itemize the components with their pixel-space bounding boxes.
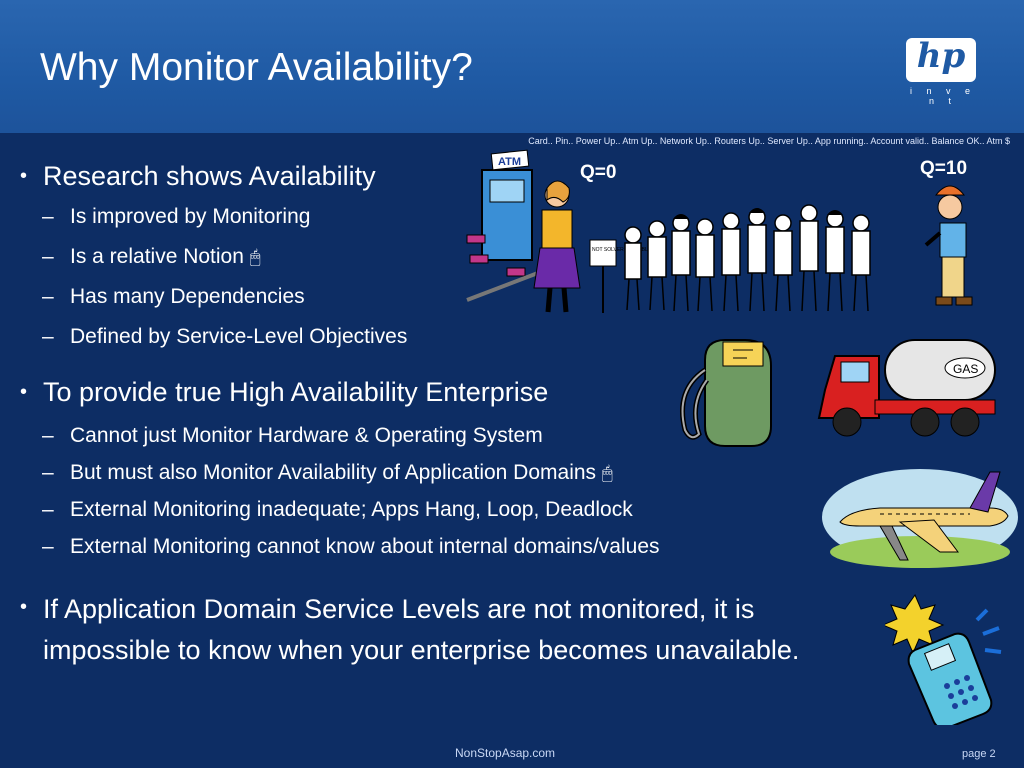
- dash: –: [42, 424, 54, 447]
- footer-site[interactable]: NonStopAsap.com: [455, 746, 556, 760]
- link-hand-icon[interactable]: 🖱: [601, 463, 613, 483]
- queue-people-group: [624, 204, 871, 312]
- truck-wheel-shape: [910, 407, 940, 437]
- plane-tail-shape: [969, 471, 1001, 513]
- plane-fuselage-shape: [839, 507, 1009, 527]
- queue-clipart: NOT SOLVER AVAILABLE: [589, 204, 871, 313]
- atm-clipart: ATM: [466, 149, 581, 313]
- hp-logo-badge: hp: [906, 36, 976, 82]
- sub-text-content: Is a relative Notion: [70, 245, 244, 268]
- plane-wing-shape: [898, 519, 959, 553]
- shirt-shape: [939, 222, 967, 258]
- title-bar: [0, 0, 1024, 133]
- q-label-left: Q=0: [580, 162, 617, 183]
- atm-brick-shape: [469, 254, 489, 264]
- dash: –: [42, 325, 54, 348]
- person-shirt-shape: [541, 209, 573, 251]
- plane-stairs-shape: [879, 525, 909, 561]
- truck-window-shape: [840, 361, 870, 383]
- phone-screen-shape: [923, 643, 957, 671]
- dash: –: [42, 535, 54, 558]
- bullet-1-text: Research shows Availability: [43, 161, 376, 191]
- ring-line: [982, 626, 1000, 636]
- person-leg-shape: [545, 287, 553, 313]
- shoe-shape: [935, 296, 953, 306]
- atm-sign-shape: [490, 149, 530, 171]
- head-shape: [937, 194, 963, 220]
- upset-person-clipart: [924, 185, 973, 306]
- sub-text: External Monitoring cannot know about in…: [70, 535, 660, 558]
- bullet-3-text: If Application Domain Service Levels are…: [43, 594, 800, 665]
- bullet-dot: •: [20, 381, 28, 403]
- hp-logo-tagline: i n v e n t: [909, 86, 976, 106]
- hat-shape: [934, 185, 966, 196]
- link-hand-icon[interactable]: 🖱: [249, 247, 261, 267]
- dash: –: [42, 498, 54, 521]
- gas-pump-clipart: [680, 339, 772, 447]
- slide-title: Why Monitor Availability?: [40, 46, 473, 89]
- ring-line: [984, 648, 1002, 654]
- truck-tank-label-text: GAS: [953, 362, 978, 376]
- pants-shape: [941, 256, 965, 298]
- sub-text: Defined by Service-Level Objectives: [70, 325, 408, 348]
- shoe-shape: [955, 296, 973, 306]
- truck-wheel-shape: [950, 407, 980, 437]
- person-leg-shape: [561, 287, 569, 313]
- pump-display-shape: [722, 341, 764, 367]
- atm-screen-shape: [489, 179, 525, 203]
- status-ticker: Card.. Pin.. Power Up.. Atm Up.. Network…: [528, 136, 1010, 146]
- truck-wheel-shape: [832, 407, 862, 437]
- gas-truck-clipart: GAS: [817, 339, 996, 437]
- ringing-phone-clipart: [885, 593, 1002, 725]
- sub-text: Has many Dependencies: [70, 285, 305, 308]
- airplane-clipart: [822, 469, 1018, 568]
- bullet-2-text: To provide true High Availability Enterp…: [43, 377, 549, 407]
- bullet-dot: •: [20, 596, 28, 618]
- arm-shape: [924, 231, 942, 247]
- atm-brick-shape: [506, 267, 526, 277]
- dash: –: [42, 245, 54, 268]
- pump-hose-highlight: [681, 369, 708, 439]
- hp-logo: hp i n v e n t: [906, 36, 980, 106]
- ground-shape: [830, 536, 1010, 568]
- sub-text: External Monitoring inadequate; Apps Han…: [70, 498, 633, 521]
- sub-text: Is improved by Monitoring: [70, 205, 311, 228]
- sub-text: Cannot just Monitor Hardware & Operating…: [70, 424, 543, 447]
- atm-sign-text: ATM: [498, 156, 521, 168]
- bullet-dot: •: [20, 165, 28, 187]
- truck-tank-label-shape: [944, 357, 986, 379]
- sub-text-content: But must also Monitor Availability of Ap…: [70, 461, 597, 484]
- ring-line: [975, 608, 989, 622]
- person-hair-shape: [546, 180, 570, 203]
- dash: –: [42, 285, 54, 308]
- queue-sign-shape: [589, 239, 617, 267]
- queue-sign-text: NOT SOLVER AVAILABLE: [592, 247, 652, 253]
- hp-logo-mark: hp: [916, 36, 966, 76]
- footer-page-number: page 2: [962, 748, 996, 760]
- sub-text: But must also Monitor Availability of Ap…: [70, 461, 613, 485]
- queue-people-hair: [673, 208, 843, 219]
- dash: –: [42, 461, 54, 484]
- atm-brick-shape: [466, 234, 486, 244]
- person-skirt-shape: [533, 247, 581, 289]
- phone-keypad-group: [944, 675, 978, 709]
- dash: –: [42, 205, 54, 228]
- sub-text: Is a relative Notion 🖱: [70, 245, 261, 269]
- q-label-right: Q=10: [920, 158, 968, 179]
